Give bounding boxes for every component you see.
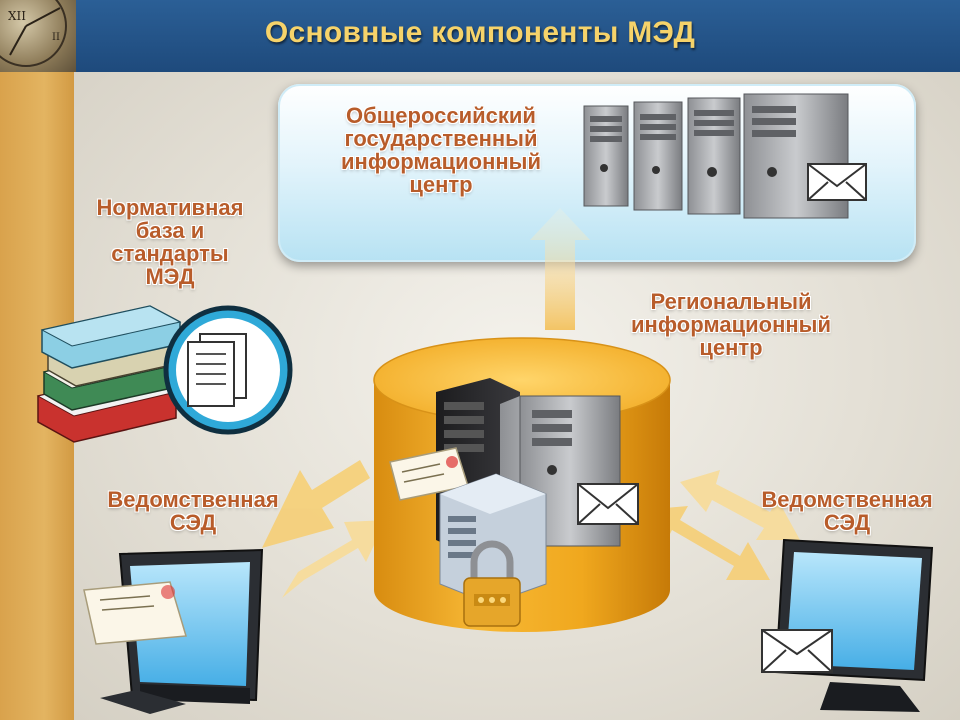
label-line: центр bbox=[699, 335, 763, 361]
label-line: Ведомственная bbox=[761, 487, 933, 512]
label-line: государственный bbox=[344, 126, 538, 152]
arrow-right-exchange bbox=[642, 470, 800, 580]
label-line: информационный bbox=[341, 149, 541, 175]
clock-icon: XII II bbox=[0, 0, 67, 67]
header-bar bbox=[0, 0, 960, 72]
corner-clock-decoration: XII II bbox=[0, 0, 76, 76]
label-line: стандарты bbox=[111, 241, 229, 267]
envelope-icon bbox=[761, 629, 833, 673]
monitor-icon bbox=[83, 548, 264, 714]
label-line: СЭД bbox=[823, 510, 871, 536]
padlock-icon bbox=[463, 540, 521, 627]
server-tower-icon bbox=[583, 105, 629, 207]
server-unit-icon bbox=[439, 473, 547, 605]
arrow-up-to-national bbox=[530, 208, 590, 330]
monitor-icon bbox=[774, 538, 934, 712]
documents-icon bbox=[163, 305, 293, 435]
label-line: Общероссийский bbox=[346, 103, 536, 128]
svg-text:XII: XII bbox=[8, 9, 26, 23]
label-line: информационный bbox=[631, 312, 831, 338]
national-center-label: Общероссийский государственный информаци… bbox=[312, 104, 570, 196]
label-line: Нормативная bbox=[96, 195, 244, 220]
envelope-icon bbox=[807, 163, 867, 201]
arrow-left-exchange bbox=[262, 460, 386, 598]
label-line: центр bbox=[409, 172, 473, 198]
label-line: Ведомственная bbox=[107, 487, 279, 512]
book-stack-icon bbox=[36, 305, 182, 443]
label-line: МЭД bbox=[145, 264, 195, 290]
dept-sed-left-label: Ведомственная СЭД bbox=[82, 488, 304, 534]
svg-text:II: II bbox=[52, 32, 60, 43]
server-tower-icon bbox=[687, 97, 741, 215]
envelope-icon bbox=[577, 483, 639, 525]
regional-center-label: Региональный информационный центр bbox=[600, 290, 862, 359]
label-line: СЭД bbox=[169, 510, 217, 536]
server-tower-icon bbox=[633, 101, 683, 211]
label-line: Региональный bbox=[650, 289, 812, 314]
dept-sed-right-label: Ведомственная СЭД bbox=[736, 488, 958, 534]
regulatory-base-label: Нормативная база и стандарты МЭД bbox=[72, 196, 268, 288]
page-title: Основные компоненты МЭД bbox=[264, 16, 696, 49]
label-line: база и bbox=[135, 218, 205, 244]
